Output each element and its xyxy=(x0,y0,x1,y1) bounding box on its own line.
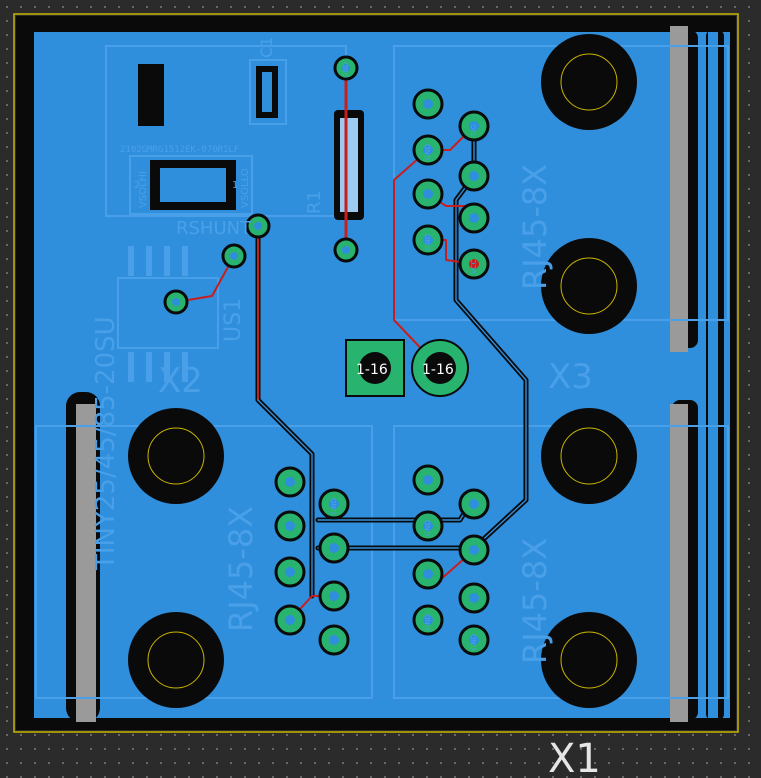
pad-drill xyxy=(285,477,295,487)
pad-drill xyxy=(172,298,180,306)
pad-drill xyxy=(469,259,479,269)
pin-2-label: 2 xyxy=(134,180,140,191)
pad-drill xyxy=(423,189,433,199)
pad-label: GND xyxy=(424,614,432,630)
rj45-label-bottom-left: RJ45-8X xyxy=(222,506,260,632)
pad-drill xyxy=(285,567,295,577)
pad-drill xyxy=(423,235,433,245)
gauge-pads xyxy=(345,339,469,397)
ic-pins xyxy=(128,246,188,382)
pad-drill xyxy=(329,543,339,553)
pad-label: GND xyxy=(424,234,432,250)
pad-drill xyxy=(469,499,479,509)
pad-label: GND xyxy=(330,498,338,514)
cap-label: C1 xyxy=(257,37,276,58)
pad-label: SIG xyxy=(470,124,478,136)
pad-drill xyxy=(423,145,433,155)
pad-label: GND xyxy=(424,144,432,160)
pad-label: GND xyxy=(342,62,350,78)
jack-x2-label: X2 xyxy=(158,361,203,401)
jack-x3-label: X3 xyxy=(548,357,593,397)
resistor-label: R1 xyxy=(304,190,325,214)
pad-drill xyxy=(230,252,238,260)
rj45-label-bottom-right: RJ45-8X xyxy=(516,538,554,664)
pad-drill xyxy=(469,121,479,131)
mounting-holes xyxy=(128,34,637,708)
gauge-pad-left-label: 1-16 xyxy=(356,362,388,378)
jack-pads: SIG GND GND VCC GND GND GND GND GND xyxy=(163,55,490,656)
pad-drill xyxy=(423,615,433,625)
silkscreen-text: X1 X2 X3 RJ45-8X RJ45-8X RJ45-8X TINY25/… xyxy=(91,37,601,778)
pad-drill xyxy=(342,64,350,72)
part-number-label: 2102GMRG1512EK-070R1LF xyxy=(120,145,239,155)
pad-drill xyxy=(469,635,479,645)
pad-drill xyxy=(329,591,339,601)
shunt-label: RSHUNT xyxy=(176,218,252,239)
gauge-pad-right-label: 1-16 xyxy=(422,362,454,378)
pad-drill xyxy=(469,213,479,223)
smd-parts xyxy=(138,64,364,220)
board-outline xyxy=(13,13,739,733)
pad-drill xyxy=(469,545,479,555)
pad-drill xyxy=(469,593,479,603)
mounting-slots xyxy=(66,26,724,722)
sense-hi-label: VSOLHI xyxy=(138,171,149,208)
pad-drill xyxy=(285,615,295,625)
pad-label: VCC xyxy=(470,259,478,274)
pad-drill xyxy=(329,635,339,645)
pad-drill xyxy=(423,99,433,109)
pad-label: GND xyxy=(424,520,432,536)
rj45-label-top-right: RJ45-8X xyxy=(516,164,554,290)
pad-drill xyxy=(254,222,262,230)
pad-drill xyxy=(342,246,350,254)
ic-name-label: TINY25/45/85-20SU xyxy=(91,316,121,571)
pad-drill xyxy=(423,475,433,485)
pad-drill xyxy=(285,521,295,531)
pad-drill xyxy=(423,569,433,579)
pad-drill xyxy=(329,499,339,509)
ic-ref-label: US1 xyxy=(221,298,246,342)
pin-1-label: 1 xyxy=(232,180,238,191)
pad-drill xyxy=(469,171,479,181)
sense-lo-label: VSOLLO xyxy=(240,168,251,208)
pad-drill xyxy=(423,521,433,531)
pad-label: GND xyxy=(470,634,478,650)
board-designator: X1 xyxy=(548,736,601,778)
